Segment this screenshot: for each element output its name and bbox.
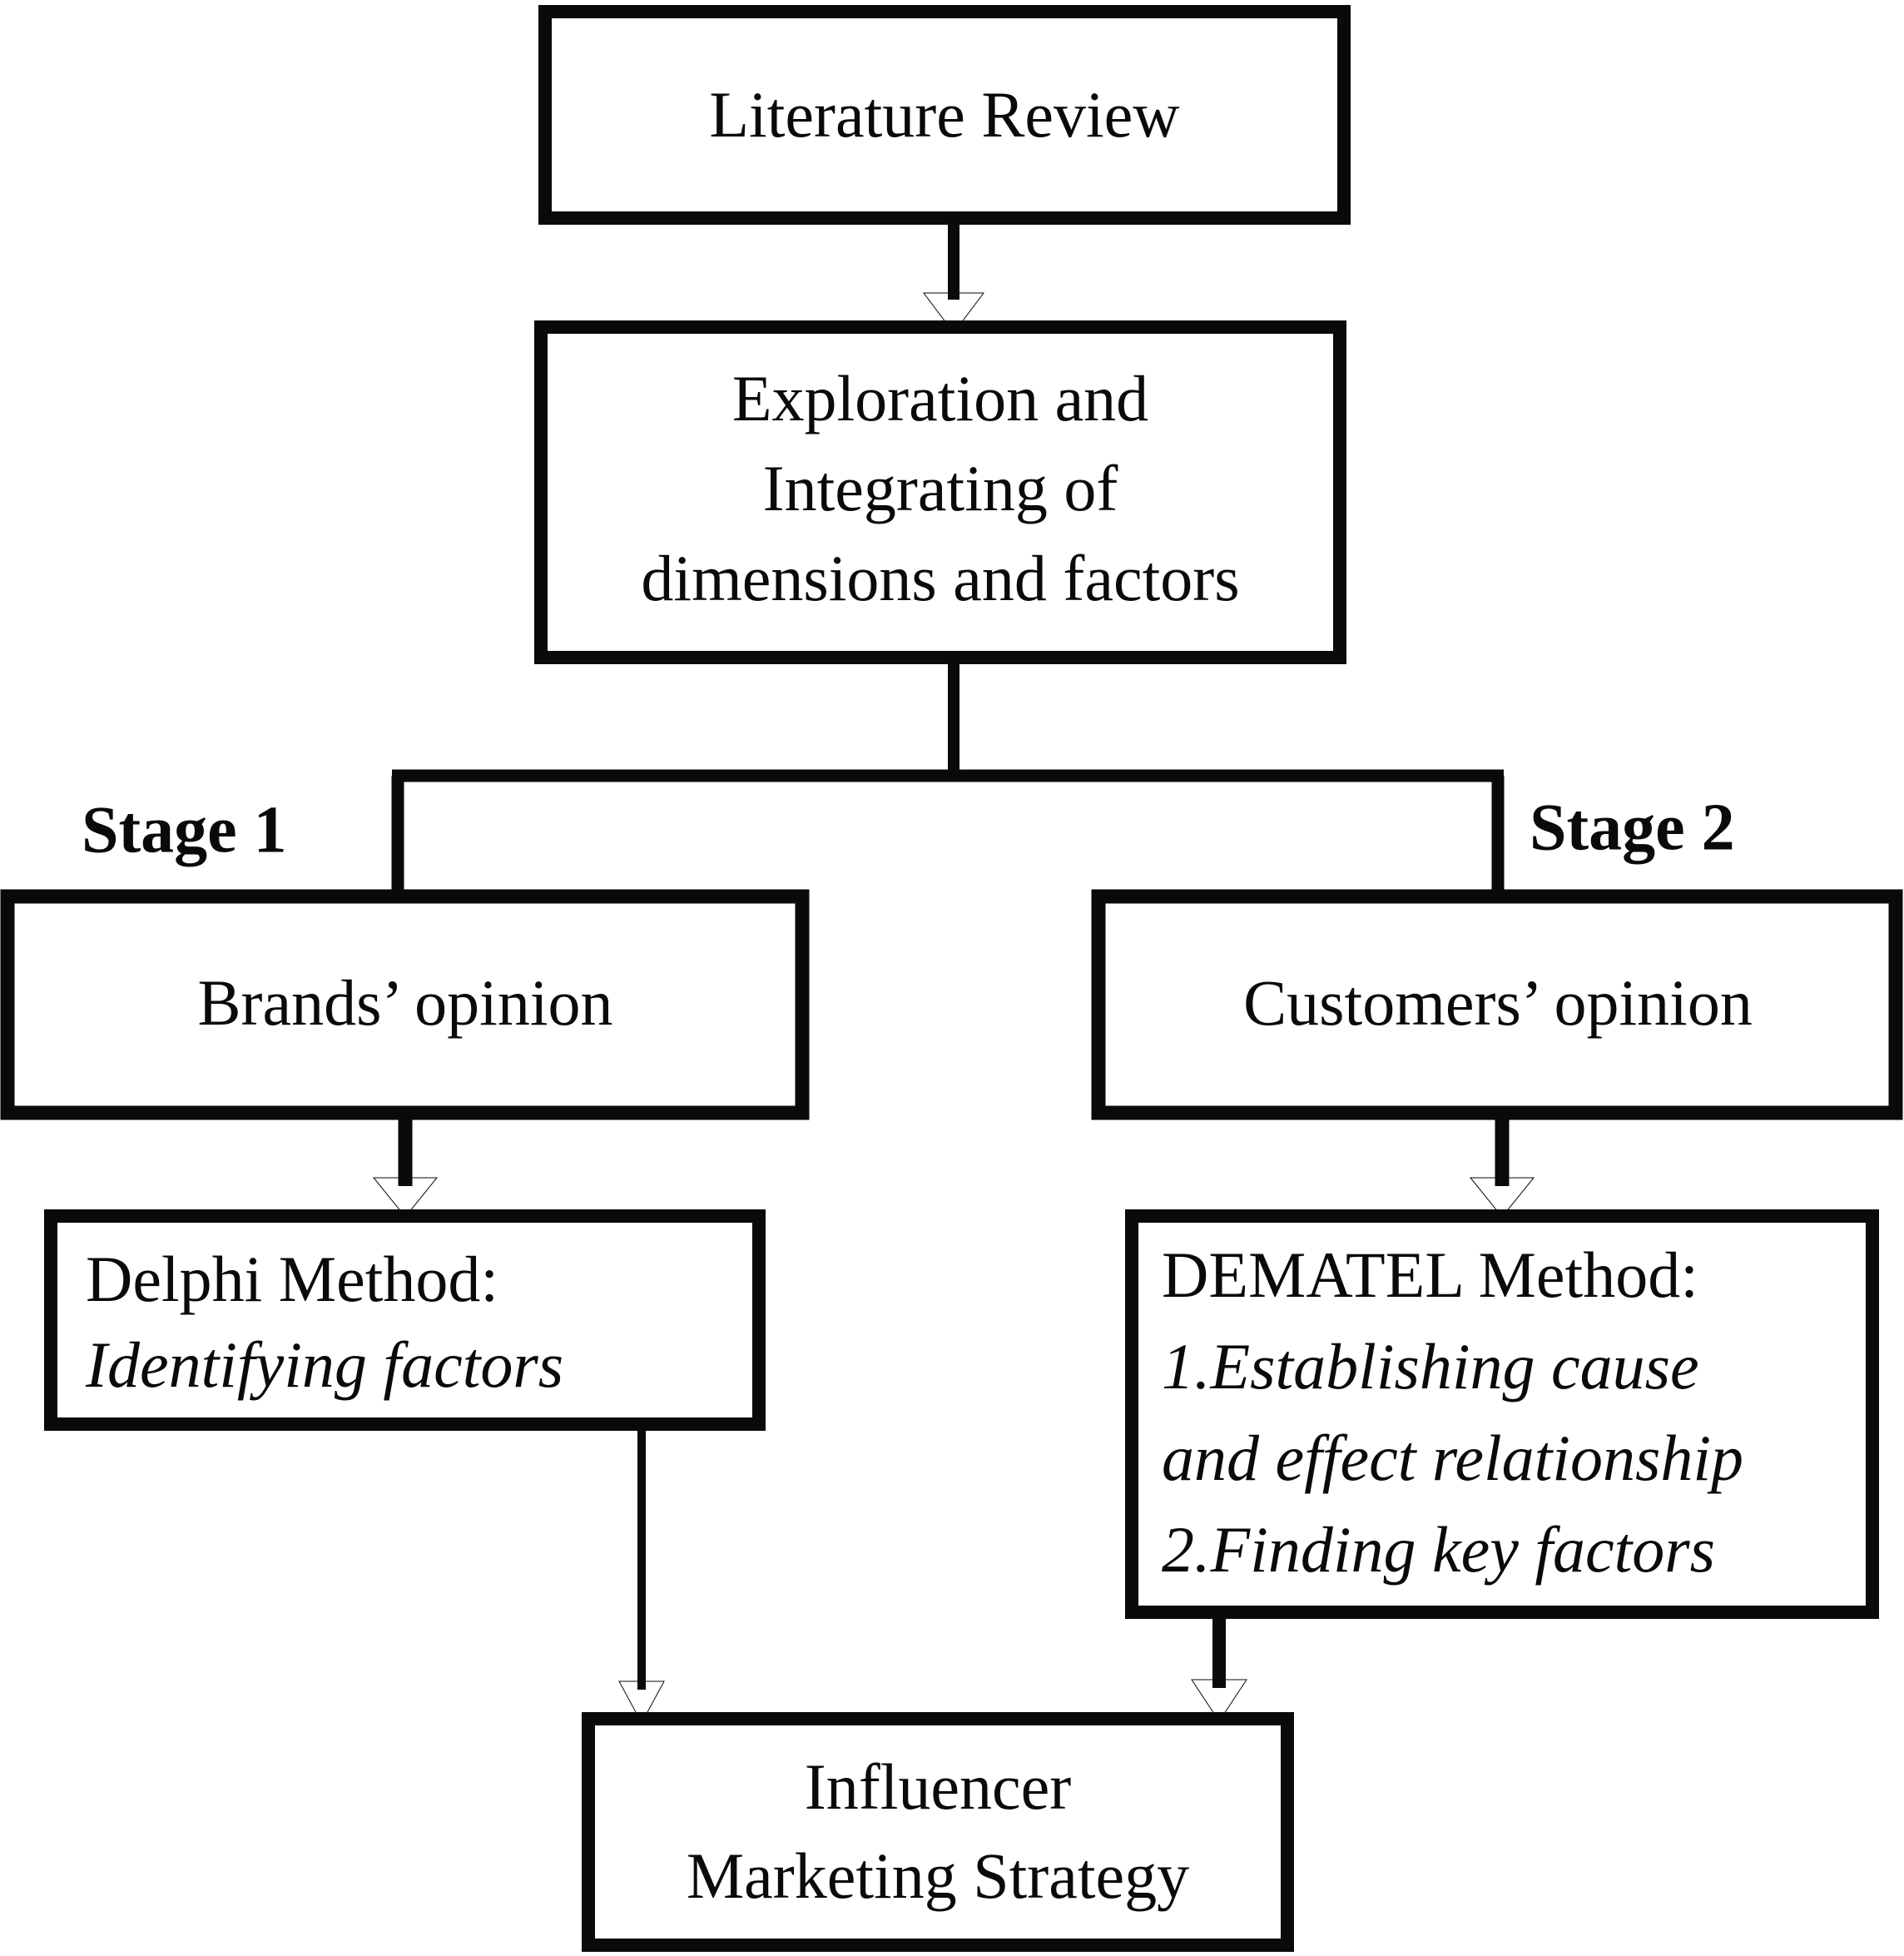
- customers-opinion-label: Customers’ opinion: [1243, 966, 1753, 1039]
- delphi-method-box[interactable]: [44, 1209, 766, 1431]
- dematel-method-item-2: and effect relationship: [1162, 1422, 1743, 1494]
- node-delphi-method[interactable]: Delphi Method: Identifying factors: [44, 1209, 766, 1431]
- connector-layer: [372, 218, 1535, 1725]
- delphi-method-item-1: Identifying factors: [85, 1328, 563, 1401]
- dematel-method-box[interactable]: [1125, 1209, 1879, 1619]
- brands-opinion-label: Brands’ opinion: [197, 966, 612, 1039]
- node-customers-opinion[interactable]: Customers’ opinion: [1091, 889, 1903, 1120]
- edge-literature-to-exploration: [923, 218, 984, 334]
- dematel-method-item-3: 2.Finding key factors: [1162, 1513, 1715, 1586]
- customers-opinion-box[interactable]: [1091, 889, 1903, 1120]
- stage-2-label: Stage 2: [1530, 791, 1735, 864]
- node-dematel-method[interactable]: DEMATEL Method: 1.Establishing cause and…: [1125, 1209, 1879, 1619]
- literature-review-label: Literature Review: [709, 78, 1179, 151]
- edge-exploration-branch: [391, 658, 1505, 901]
- edge-customers-to-dematel: [1469, 1110, 1535, 1218]
- literature-review-box[interactable]: [538, 5, 1351, 225]
- exploration-box[interactable]: [534, 320, 1346, 664]
- edge-dematel-to-influencer: [1191, 1611, 1247, 1722]
- exploration-line-2: Integrating of: [763, 452, 1118, 524]
- edge-brands-to-delphi: [372, 1110, 439, 1218]
- dematel-method-item-1: 1.Establishing cause: [1162, 1330, 1699, 1402]
- node-literature-review[interactable]: Literature Review: [538, 5, 1351, 225]
- influencer-strategy-line-1: Influencer: [805, 1750, 1071, 1823]
- exploration-line-3: dimensions and factors: [641, 542, 1239, 614]
- brands-opinion-box[interactable]: [0, 889, 810, 1120]
- node-exploration[interactable]: Exploration and Integrating of dimension…: [534, 320, 1346, 664]
- edge-delphi-to-influencer: [618, 1425, 665, 1725]
- node-brands-opinion[interactable]: Brands’ opinion: [0, 889, 810, 1120]
- influencer-strategy-box[interactable]: [582, 1712, 1294, 1952]
- exploration-line-1: Exploration and: [732, 362, 1148, 434]
- influencer-strategy-line-2: Marketing Strategy: [687, 1839, 1189, 1912]
- delphi-method-heading: Delphi Method:: [86, 1243, 498, 1315]
- dematel-method-heading: DEMATEL Method:: [1162, 1239, 1698, 1311]
- stage-1-label: Stage 1: [82, 793, 287, 866]
- node-influencer-strategy[interactable]: Influencer Marketing Strategy: [582, 1712, 1294, 1952]
